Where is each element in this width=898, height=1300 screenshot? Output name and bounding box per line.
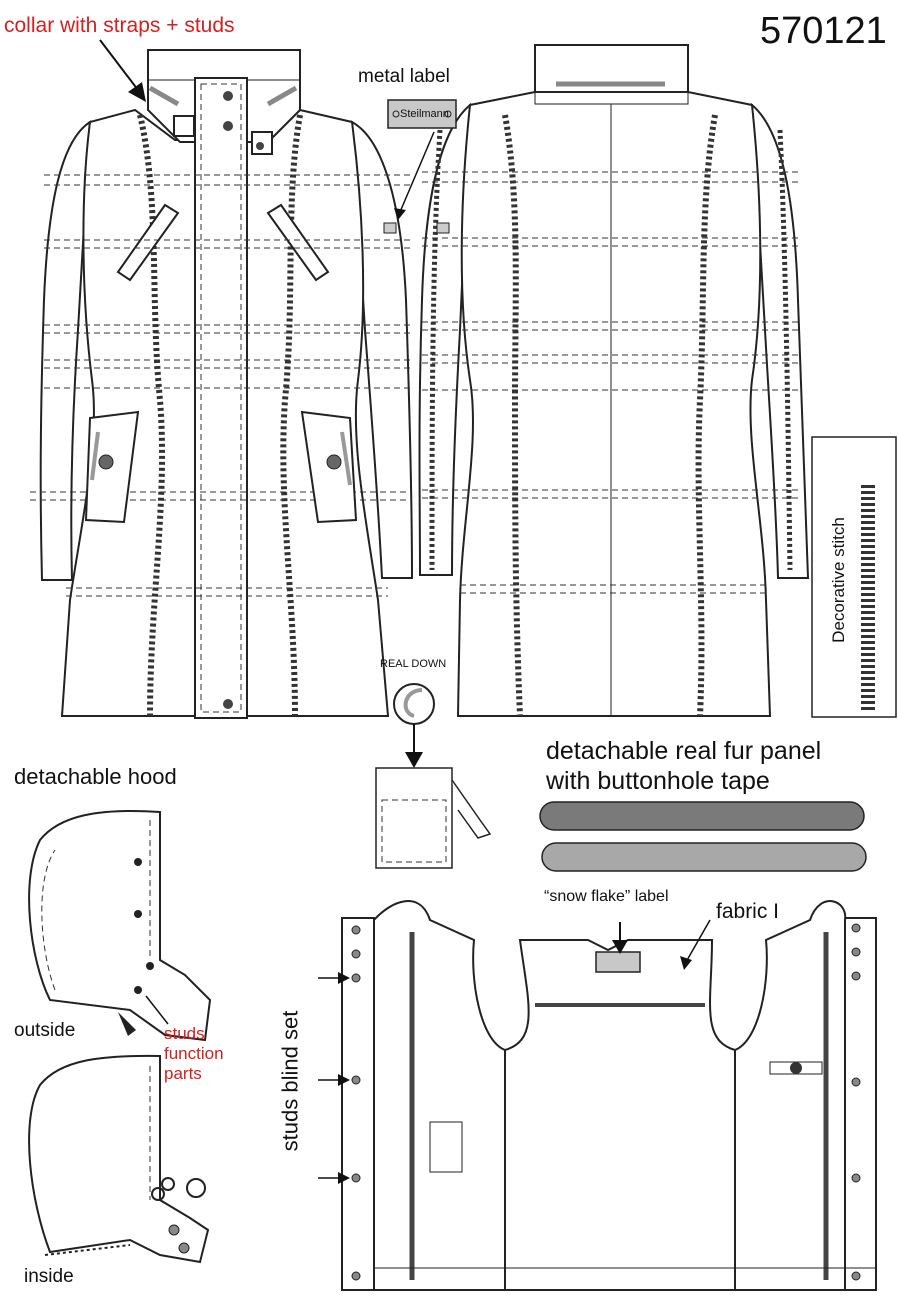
back-view-coat	[418, 44, 810, 717]
studs-function-parts-line-2: function	[164, 1044, 224, 1063]
decorative-stitch-label: Decorative stitch	[828, 517, 848, 643]
snow-flake-label: “snow flake” label	[544, 888, 669, 905]
hood-inside	[28, 1054, 210, 1264]
fur-panel-label-line-1: detachable real fur panel	[546, 737, 822, 765]
studs-function-parts-line-3: parts	[164, 1064, 202, 1083]
studs-function-parts-label: studs function parts	[164, 1024, 224, 1084]
hood-outside	[28, 809, 212, 1042]
fabric-label: fabric I	[716, 900, 780, 923]
real-down-label-text: REAL DOWN	[380, 658, 447, 670]
metal-label-text: Steilmann	[400, 108, 449, 120]
studs-function-parts-line-1: studs	[164, 1024, 205, 1043]
detachable-hood-label: detachable hood	[14, 764, 177, 789]
studs-blind-set-label: studs blind set	[277, 1010, 303, 1152]
fur-panel-label: detachable real fur panel with buttonhol…	[546, 736, 821, 796]
decorative-stitch-box	[811, 436, 897, 718]
front-view-coat	[30, 49, 414, 719]
metal-label-title: metal label	[358, 66, 450, 87]
outside-label: outside	[14, 1020, 76, 1041]
lining-view	[318, 900, 877, 1291]
collar-note-label: collar with straps + studs	[4, 14, 235, 37]
inside-label: inside	[24, 1266, 74, 1287]
real-down-label	[375, 683, 492, 869]
fur-panel-label-line-2: with buttonhole tape	[546, 767, 770, 795]
metal-label-badge	[387, 99, 457, 220]
style-number: 570121	[760, 10, 887, 52]
collar-arrow	[99, 39, 146, 102]
fur-panels	[539, 801, 867, 872]
